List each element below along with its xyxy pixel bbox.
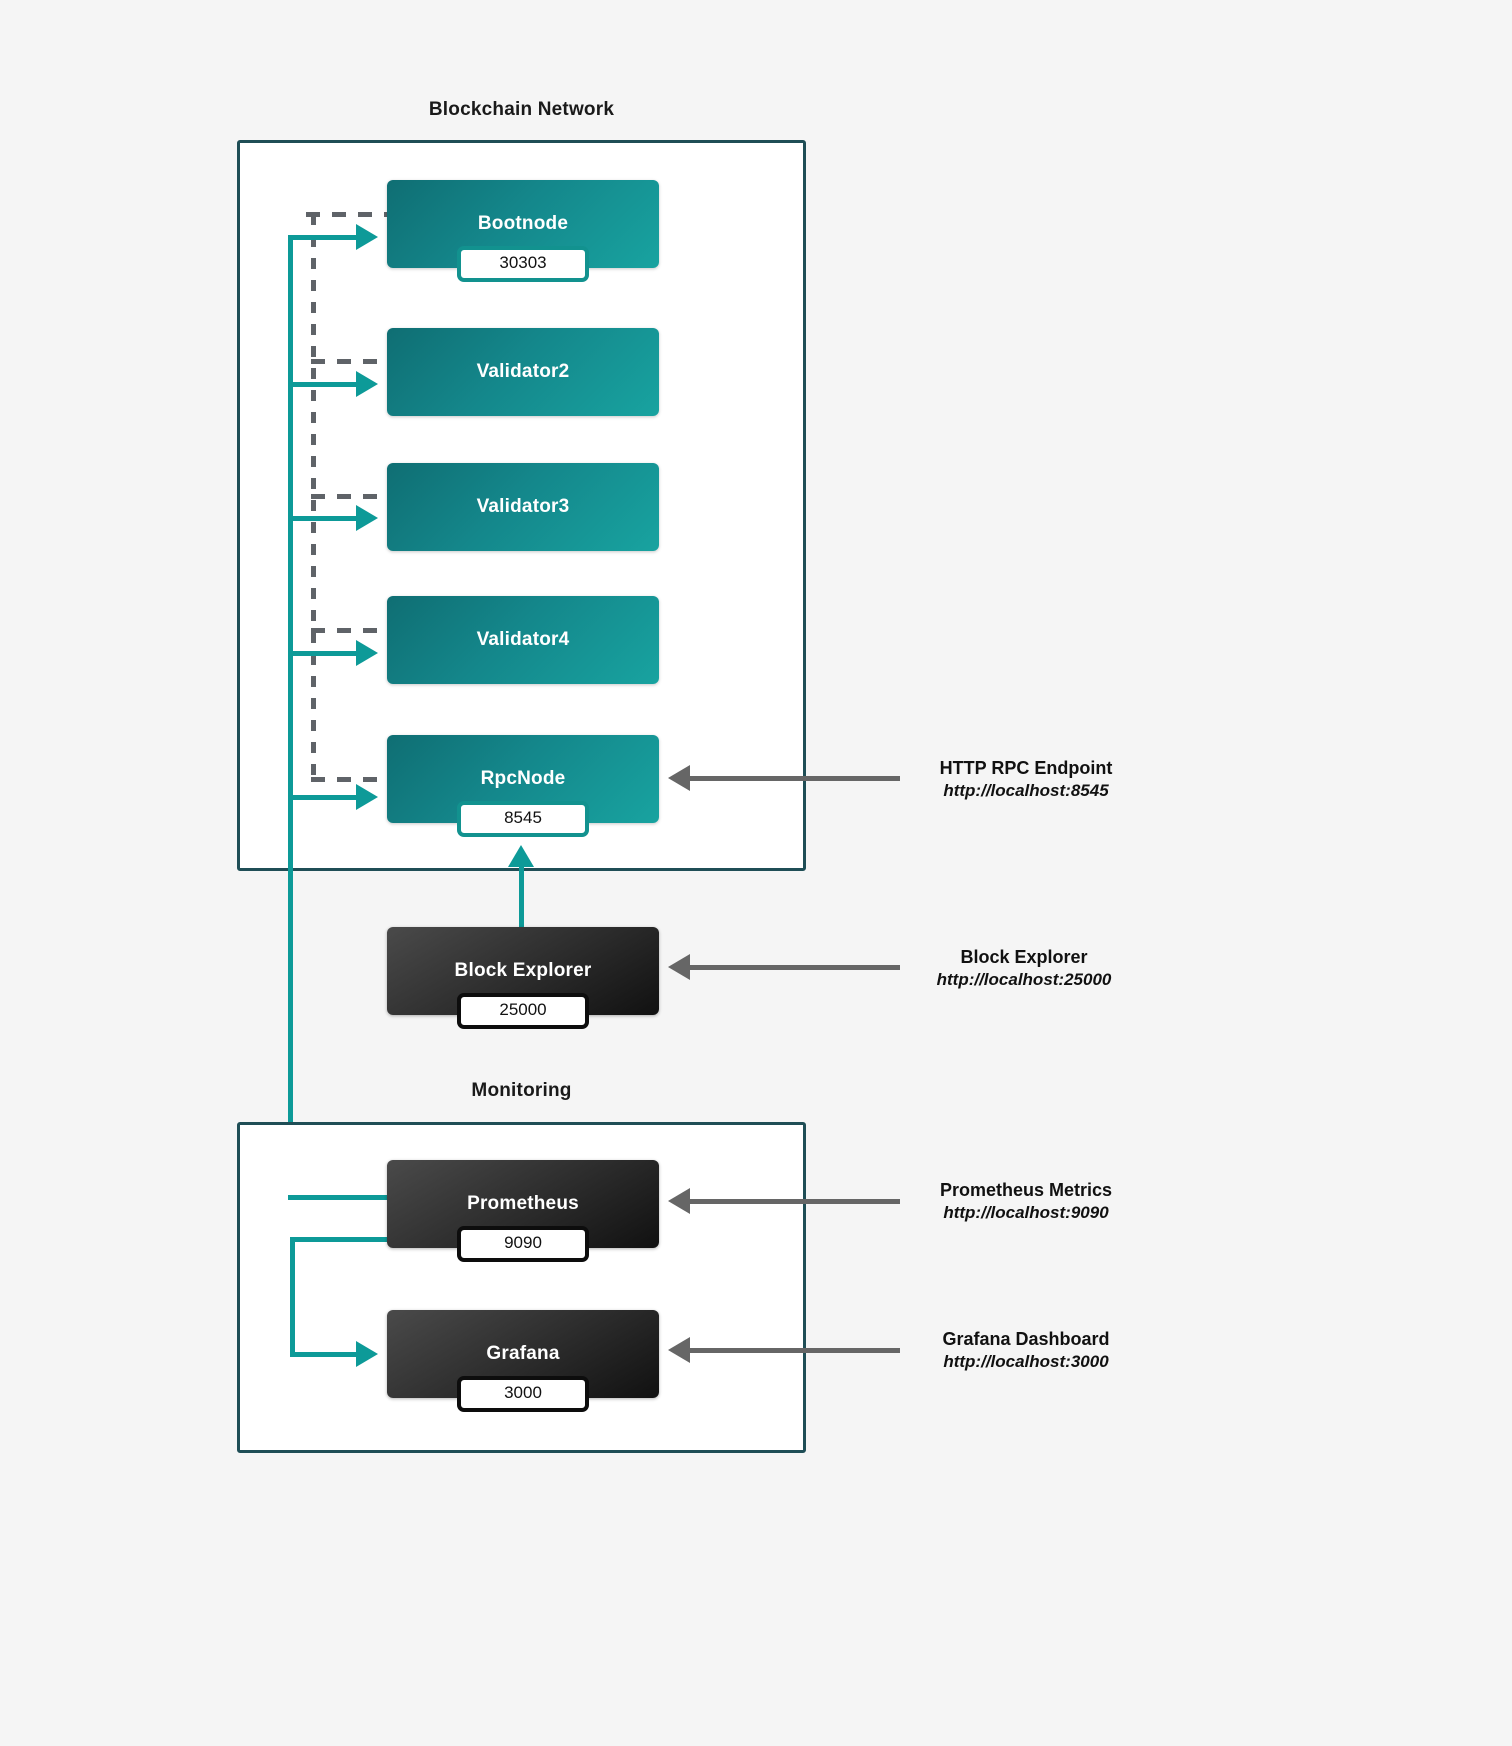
connector-grafana-in <box>290 1352 356 1357</box>
arrowhead-rpcnode <box>356 784 378 810</box>
node-rpcnode[interactable]: RpcNode 8545 <box>387 735 659 837</box>
annotation-arrowhead-grafana <box>668 1337 690 1363</box>
connector-peer-trunk <box>288 235 293 1200</box>
connector-peer-branch-bootnode <box>288 235 356 240</box>
node-label-validator4: Validator4 <box>476 629 570 650</box>
annotation-rpc-endpoint: HTTP RPC Endpoint http://localhost:8545 <box>920 756 1132 803</box>
node-grafana[interactable]: Grafana 3000 <box>387 1310 659 1412</box>
port-badge-grafana: 3000 <box>457 1376 589 1412</box>
annotation-line-grafana <box>690 1348 900 1353</box>
annotation-title-block-explorer: Block Explorer <box>960 947 1088 967</box>
annotation-title-grafana: Grafana Dashboard <box>942 1329 1110 1349</box>
arrowhead-grafana <box>356 1341 378 1367</box>
annotation-url-grafana: http://localhost:3000 <box>943 1352 1109 1372</box>
annotation-line-block-explorer <box>690 965 900 970</box>
annotation-grafana-dashboard: Grafana Dashboard http://localhost:3000 <box>920 1327 1132 1374</box>
node-validator4[interactable]: Validator4 <box>387 596 659 684</box>
annotation-url-block-explorer: http://localhost:25000 <box>936 970 1112 990</box>
port-badge-block-explorer: 25000 <box>457 993 589 1029</box>
annotation-url-prometheus: http://localhost:9090 <box>943 1203 1109 1223</box>
annotation-url-rpc-endpoint: http://localhost:8545 <box>943 781 1109 801</box>
connector-dashed-to-validator2 <box>311 359 392 364</box>
connector-dashed-to-bootnode <box>306 212 392 217</box>
arrowhead-explorer-to-rpcnode <box>508 845 534 867</box>
node-label-bootnode: Bootnode <box>477 213 569 234</box>
node-bootnode[interactable]: Bootnode 30303 <box>387 180 659 282</box>
connector-peer-branch-validator4 <box>288 651 356 656</box>
connector-prometheus-out <box>290 1237 388 1242</box>
annotation-arrowhead-prometheus <box>668 1188 690 1214</box>
connector-peer-branch-validator2 <box>288 382 356 387</box>
connector-peer-branch-validator3 <box>288 516 356 521</box>
connector-peer-branch-rpcnode <box>288 795 356 800</box>
connector-dashed-to-validator4 <box>311 628 392 633</box>
node-label-block-explorer: Block Explorer <box>454 960 592 981</box>
group-title-monitoring: Monitoring <box>471 1080 572 1101</box>
connector-dashed-to-rpcnode <box>311 777 392 782</box>
annotation-arrowhead-rpc-endpoint <box>668 765 690 791</box>
annotation-line-prometheus <box>690 1199 900 1204</box>
node-prometheus[interactable]: Prometheus 9090 <box>387 1160 659 1262</box>
node-label-validator2: Validator2 <box>476 361 570 382</box>
annotation-arrowhead-block-explorer <box>668 954 690 980</box>
node-label-rpcnode: RpcNode <box>480 768 566 789</box>
port-badge-prometheus: 9090 <box>457 1226 589 1262</box>
annotation-block-explorer: Block Explorer http://localhost:25000 <box>915 945 1133 992</box>
arrowhead-validator2 <box>356 371 378 397</box>
connector-trunk-to-prometheus <box>288 1195 388 1200</box>
arrowhead-validator4 <box>356 640 378 666</box>
port-badge-rpcnode: 8545 <box>457 801 589 837</box>
node-validator2[interactable]: Validator2 <box>387 328 659 416</box>
annotation-line-rpc-endpoint <box>690 776 900 781</box>
node-label-grafana: Grafana <box>486 1343 560 1364</box>
annotation-prometheus-metrics: Prometheus Metrics http://localhost:9090 <box>920 1178 1132 1225</box>
node-validator3[interactable]: Validator3 <box>387 463 659 551</box>
connector-prometheus-to-grafana <box>290 1237 295 1352</box>
node-label-prometheus: Prometheus <box>467 1193 579 1214</box>
node-label-validator3: Validator3 <box>476 496 570 517</box>
connector-dashed-to-validator3 <box>311 494 392 499</box>
arrowhead-validator3 <box>356 505 378 531</box>
connector-explorer-to-rpcnode <box>519 866 524 933</box>
annotation-title-rpc-endpoint: HTTP RPC Endpoint <box>939 758 1113 778</box>
port-badge-bootnode: 30303 <box>457 246 589 282</box>
group-title-blockchain-network: Blockchain Network <box>428 99 615 120</box>
annotation-title-prometheus: Prometheus Metrics <box>939 1180 1113 1200</box>
arrowhead-bootnode <box>356 224 378 250</box>
node-block-explorer[interactable]: Block Explorer 25000 <box>387 927 659 1029</box>
